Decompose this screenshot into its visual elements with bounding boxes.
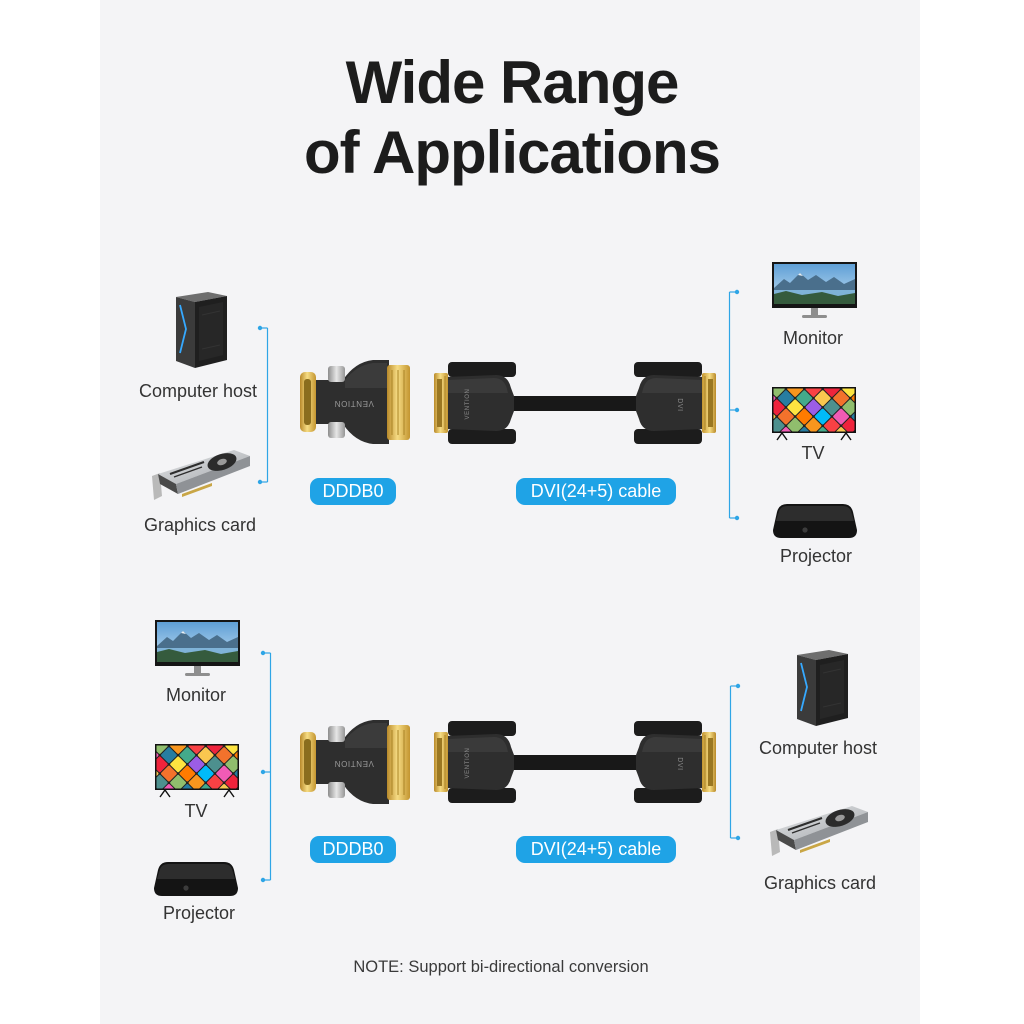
connector-dot [260, 769, 266, 775]
tv-icon [772, 387, 856, 441]
cable-type-badge: DVI(24+5) cable [516, 478, 676, 505]
device-label-tv: TV [184, 801, 208, 821]
computer-host-icon [793, 649, 851, 727]
projector-icon [771, 500, 859, 542]
connector-dot [260, 877, 266, 883]
cable-type-badge: DVI(24+5) cable [516, 836, 676, 863]
device-label-monitor: Monitor [165, 685, 227, 705]
device-label-monitor: Monitor [782, 328, 844, 348]
adapter-brand-text: VENTION [334, 399, 374, 408]
page-title: Wide Range of Applications [0, 48, 1024, 188]
cable-end-mark: DVI [676, 398, 683, 412]
cable-brand-text: VENTION [465, 388, 471, 420]
right-bracket [728, 289, 740, 521]
left-bracket [260, 650, 272, 883]
adapter-model-badge: DDDB0 [310, 478, 396, 505]
connector-dot [734, 515, 740, 521]
computer-host-icon [172, 291, 230, 369]
graphics-card-icon [768, 800, 872, 858]
graphics-card-icon [150, 444, 254, 502]
connector-dot [734, 407, 740, 413]
projector-icon [152, 858, 240, 900]
device-label-computer-host: Computer host [138, 381, 258, 401]
bidirectional-note: NOTE: Support bi-directional conversion [353, 958, 649, 976]
monitor-icon [772, 262, 857, 320]
connector-dot [257, 325, 263, 331]
connector-dot [735, 835, 741, 841]
cable-end-mark: DVI [676, 757, 683, 771]
adapter-model-badge: DDDB0 [310, 836, 396, 863]
device-label-tv: TV [801, 443, 825, 463]
monitor-icon [155, 620, 240, 678]
title-line-1: Wide Range [345, 49, 680, 116]
tv-icon [155, 744, 239, 798]
right-bracket [729, 683, 741, 841]
cable-brand-text: VENTION [465, 747, 471, 779]
device-label-computer-host: Computer host [758, 738, 878, 758]
device-label-graphics-card: Graphics card [763, 873, 877, 893]
connector-dot [735, 683, 741, 689]
title-line-2: of Applications [303, 119, 721, 186]
device-label-projector: Projector [162, 903, 236, 923]
connector-dot [257, 479, 263, 485]
device-label-graphics-card: Graphics card [143, 515, 257, 535]
device-label-projector: Projector [779, 546, 853, 566]
adapter-brand-text: VENTION [334, 759, 374, 768]
connector-dot [260, 650, 266, 656]
connector-dot [734, 289, 740, 295]
left-bracket [257, 325, 269, 485]
